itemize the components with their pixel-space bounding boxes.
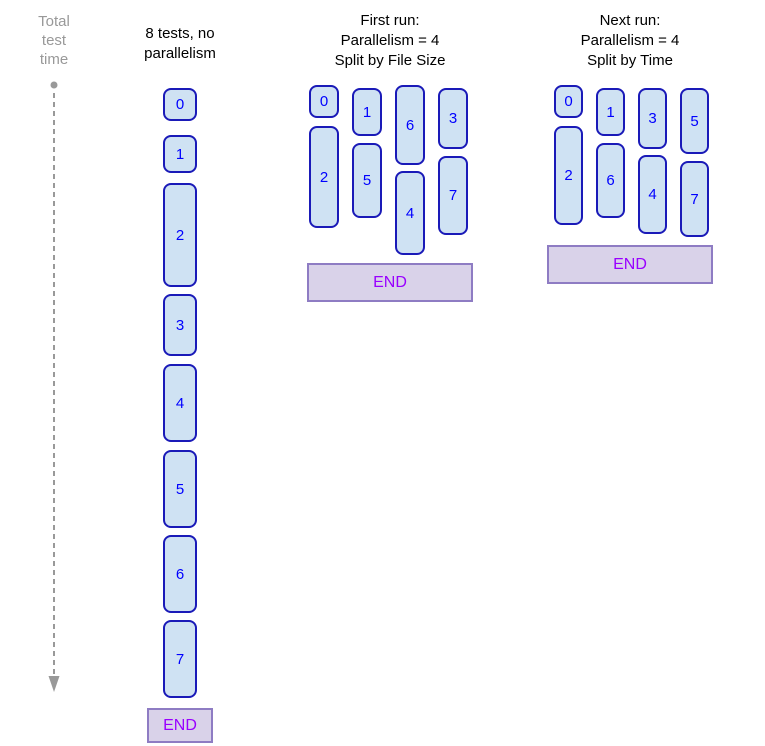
time-axis-label-line: time	[39, 51, 69, 68]
seq-test-3: 3	[163, 294, 197, 356]
run1-lane2-test-4: 4	[395, 171, 425, 255]
test-label: 4	[405, 204, 415, 222]
test-label: 6	[606, 172, 615, 189]
run2-lane1-test-6: 6	[596, 143, 625, 218]
seq-test-0: 0	[163, 88, 197, 121]
run2-lane3-test-7: 7	[680, 161, 709, 237]
run2-lane1-test-1: 1	[596, 88, 625, 136]
arrow-head	[48, 676, 60, 692]
test-label: 1	[362, 103, 372, 121]
sequential-header: 8 tests, no parallelism	[128, 24, 232, 64]
header-line: First run:	[360, 12, 420, 29]
test-label: 3	[175, 316, 185, 334]
test-label: 5	[362, 172, 372, 189]
test-label: 0	[175, 96, 185, 113]
test-label: 4	[648, 186, 657, 203]
seq-test-4: 4	[163, 364, 197, 442]
arrow-start-dot	[50, 81, 58, 89]
test-label: 7	[690, 190, 699, 208]
time-axis-label: Total test time	[30, 12, 78, 69]
run1-lane3-test-3: 3	[438, 88, 468, 149]
test-label: 0	[319, 93, 329, 110]
run2-lane0-test-2: 2	[554, 126, 583, 225]
time-axis-label-line: test	[41, 32, 67, 49]
test-label: 2	[175, 226, 185, 244]
seq-test-7: 7	[163, 620, 197, 698]
run2-end-block: END	[547, 245, 713, 284]
seq-test-2: 2	[163, 183, 197, 287]
test-label: 6	[405, 116, 415, 134]
test-label: 5	[175, 480, 185, 498]
run1-lane0-test-0: 0	[309, 85, 339, 118]
header-line: Parallelism = 4	[580, 32, 680, 49]
seq-test-6: 6	[163, 535, 197, 613]
next-run-header: Next run: Parallelism = 4 Split by Time	[545, 11, 715, 71]
end-label: END	[373, 273, 407, 291]
time-axis-label-line: Total	[38, 13, 70, 30]
run1-lane2-test-6: 6	[395, 85, 425, 165]
first-run-header: First run: Parallelism = 4 Split by File…	[300, 11, 480, 71]
test-label: 2	[319, 168, 329, 186]
run2-lane2-test-4: 4	[638, 155, 667, 234]
test-label: 3	[448, 110, 458, 127]
run1-lane1-test-1: 1	[352, 88, 382, 136]
header-line: Next run:	[599, 12, 661, 29]
test-label: 4	[175, 394, 185, 412]
header-line: parallelism	[144, 45, 216, 62]
test-label: 7	[448, 187, 458, 204]
run1-lane1-test-5: 5	[352, 143, 382, 218]
test-label: 1	[606, 103, 615, 121]
seq-end-block: END	[147, 708, 213, 743]
header-line: Parallelism = 4	[340, 32, 440, 49]
run2-lane3-test-5: 5	[680, 88, 709, 154]
test-label: 7	[175, 650, 185, 668]
header-line: 8 tests, no	[145, 25, 215, 42]
time-axis-arrow	[48, 81, 60, 692]
end-label: END	[163, 716, 197, 734]
test-label: 1	[175, 145, 185, 163]
run1-end-block: END	[307, 263, 473, 302]
end-label: END	[613, 255, 647, 273]
run2-lane0-test-0: 0	[554, 85, 583, 118]
run2-lane2-test-3: 3	[638, 88, 667, 149]
header-line: Split by File Size	[334, 52, 446, 69]
run1-lane0-test-2: 2	[309, 126, 339, 228]
header-line: Split by Time	[587, 52, 673, 69]
seq-test-1: 1	[163, 135, 197, 173]
test-label: 0	[564, 93, 573, 110]
test-label: 6	[175, 565, 185, 583]
seq-test-5: 5	[163, 450, 197, 528]
test-label: 5	[690, 112, 699, 130]
run1-lane3-test-7: 7	[438, 156, 468, 235]
test-label: 3	[648, 110, 657, 127]
test-label: 2	[564, 167, 573, 184]
